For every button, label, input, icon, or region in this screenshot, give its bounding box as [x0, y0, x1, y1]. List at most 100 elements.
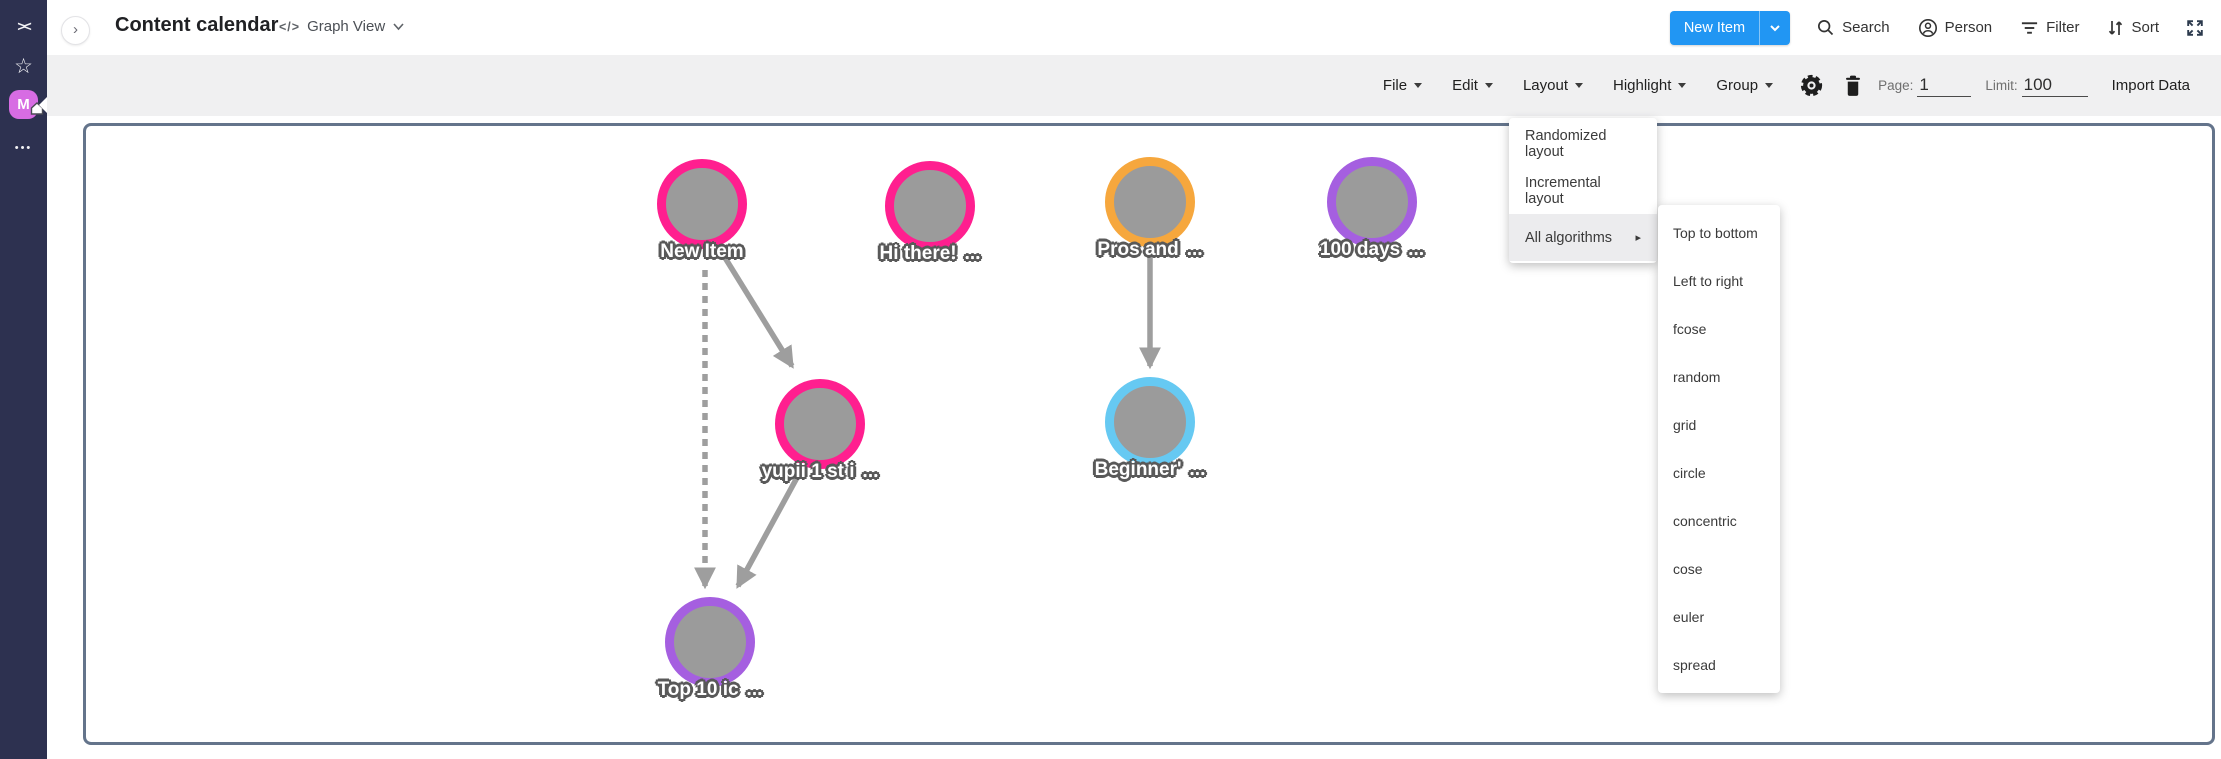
person-icon: [1918, 18, 1938, 38]
algorithm-item-cose[interactable]: cose: [1658, 545, 1780, 593]
search-button[interactable]: Search: [1816, 18, 1890, 37]
menu-edit[interactable]: Edit: [1452, 77, 1493, 94]
person-button[interactable]: Person: [1918, 18, 1992, 38]
node-label-ellipsis: ...: [964, 243, 981, 264]
graph-node-label-100-days: 100 days...: [1320, 239, 1424, 261]
graph-node-yupii[interactable]: [775, 379, 865, 469]
menu-edit-label: Edit: [1452, 77, 1478, 94]
menu-item-label: Randomized layout: [1525, 127, 1607, 160]
star-icon[interactable]: ☆: [14, 55, 33, 78]
graph-node-label-pros-and: Pros and...: [1097, 239, 1202, 261]
chevron-down-icon: [1770, 24, 1780, 31]
fullscreen-icon[interactable]: [2185, 18, 2205, 38]
algorithm-item-left-to-right[interactable]: Left to right: [1658, 257, 1780, 305]
algorithm-item-top-to-bottom[interactable]: Top to bottom: [1658, 209, 1780, 257]
sort-label: Sort: [2131, 19, 2159, 36]
filter-button[interactable]: Filter: [2020, 19, 2079, 36]
more-options-icon[interactable]: •••: [14, 142, 33, 154]
layout-menu-item-incremental-layout[interactable]: Incremental layout: [1509, 167, 1657, 214]
node-label-ellipsis: ...: [862, 461, 879, 482]
filter-label: Filter: [2046, 19, 2080, 36]
toolbar-menus: File Edit Layout Highlight Group: [1383, 77, 1774, 94]
graph-node-label-top-10: Top 10 ic...: [658, 679, 763, 701]
active-item-notch: [39, 97, 47, 113]
algorithm-item-label: cose: [1673, 561, 1703, 577]
layout-menu-item-all-algorithms[interactable]: All algorithms ▸: [1509, 214, 1657, 261]
algorithm-item-circle[interactable]: circle: [1658, 449, 1780, 497]
algorithm-item-label: fcose: [1673, 321, 1707, 337]
toolbar: File Edit Layout Highlight Group Page:: [47, 55, 2221, 116]
graph-node-label-beginner: Beginner'...: [1095, 459, 1206, 481]
node-label-text: New Item: [660, 241, 744, 262]
algorithm-item-concentric[interactable]: concentric: [1658, 497, 1780, 545]
menu-layout[interactable]: Layout: [1523, 77, 1583, 94]
node-label-text: Beginner': [1094, 459, 1182, 480]
limit-input[interactable]: [2021, 74, 2088, 97]
menu-layout-label: Layout: [1522, 77, 1568, 94]
menu-group[interactable]: Group: [1716, 77, 1774, 94]
page-input[interactable]: [1917, 74, 1972, 97]
new-item-label: New Item: [1683, 19, 1746, 36]
sort-button[interactable]: Sort: [2107, 19, 2159, 37]
chevron-down-icon: [1484, 83, 1493, 88]
graph-node-label-new-item: New Item: [660, 241, 743, 263]
menu-file[interactable]: File: [1383, 77, 1423, 94]
node-label-ellipsis: ...: [746, 679, 763, 700]
algorithm-item-random[interactable]: random: [1658, 353, 1780, 401]
graph-edge: [716, 246, 795, 369]
new-item-button[interactable]: New Item: [1669, 10, 1791, 45]
graph-node-new-item[interactable]: [657, 159, 747, 249]
graph-node-100-days[interactable]: [1327, 157, 1417, 247]
algorithm-item-label: grid: [1673, 417, 1697, 433]
node-label-text: Hi there!: [879, 243, 957, 264]
expand-panel-button[interactable]: ›: [61, 16, 90, 45]
node-label-ellipsis: ...: [1186, 239, 1203, 260]
graph-node-label-yupii: yupii 1 st i...: [762, 461, 879, 483]
node-label-ellipsis: ...: [1408, 239, 1425, 260]
menu-highlight-label: Highlight: [1613, 77, 1672, 94]
avatar-initial: M: [17, 96, 30, 113]
page-label: Page:: [1878, 78, 1914, 93]
layout-menu-item-randomized-layout[interactable]: Randomized layout: [1509, 120, 1657, 167]
new-item-dropdown-button[interactable]: [1759, 10, 1790, 45]
search-label: Search: [1842, 19, 1890, 36]
sidebar: >< ☆ M •••: [0, 0, 47, 759]
algorithm-item-fcose[interactable]: fcose: [1658, 305, 1780, 353]
algorithm-item-label: concentric: [1673, 513, 1737, 529]
node-label-text: 100 days: [1319, 239, 1401, 260]
algorithm-item-euler[interactable]: euler: [1658, 593, 1780, 641]
toolbar-menu-bar: File Edit Layout Highlight Group Page:: [1383, 55, 2190, 116]
graph-node-top-10[interactable]: [665, 597, 755, 687]
graph-node-beginner[interactable]: [1105, 377, 1195, 467]
settings-gear-icon[interactable]: [1799, 73, 1824, 98]
menu-item-label: Incremental layout: [1525, 174, 1601, 207]
view-switcher[interactable]: </> Graph View: [279, 18, 405, 35]
algorithm-item-spread[interactable]: spread: [1658, 641, 1780, 689]
avatar[interactable]: M: [9, 90, 44, 119]
algorithm-item-label: random: [1673, 369, 1721, 385]
menu-item-label: All algorithms: [1525, 229, 1613, 246]
import-data-button[interactable]: Import Data: [2111, 77, 2190, 94]
main-content: › Content calendar </> Graph View New It…: [47, 0, 2221, 759]
graph-node-pros-and[interactable]: [1105, 157, 1195, 247]
collapse-sidebar-icon[interactable]: ><: [17, 18, 31, 34]
node-label-ellipsis: ...: [1189, 459, 1206, 480]
menu-highlight[interactable]: Highlight: [1613, 77, 1687, 94]
submenu-arrow-icon: ▸: [1635, 232, 1641, 244]
algorithm-item-label: euler: [1673, 609, 1705, 625]
limit-label: Limit:: [1985, 78, 2018, 93]
chevron-down-icon: [1765, 83, 1774, 88]
chevron-down-icon: [1414, 83, 1423, 88]
menu-group-label: Group: [1716, 77, 1759, 94]
node-label-text: Top 10 ic: [657, 679, 739, 700]
graph-node-hi-there[interactable]: [885, 161, 975, 251]
graph-edge: [735, 472, 802, 589]
algorithm-item-label: Top to bottom: [1673, 225, 1758, 241]
algorithm-item-grid[interactable]: grid: [1658, 401, 1780, 449]
graph-node-label-hi-there: Hi there!...: [880, 243, 981, 265]
trash-icon[interactable]: [1842, 74, 1864, 98]
